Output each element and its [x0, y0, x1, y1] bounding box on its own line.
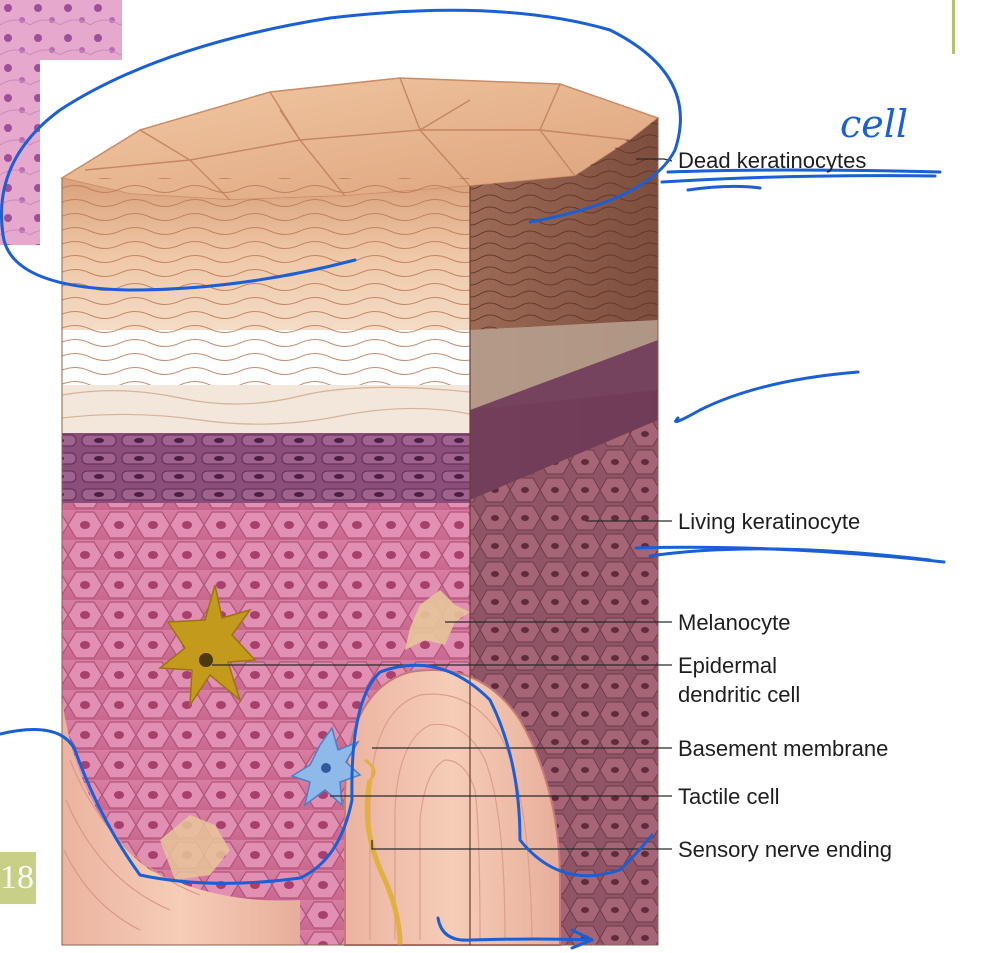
label-epidermal-dendritic-line1: Epidermal — [678, 652, 777, 679]
slide-page-number: 18 — [0, 852, 36, 904]
annotation-check-stroke — [676, 372, 858, 422]
label-basement-membrane: Basement membrane — [678, 735, 888, 762]
label-dead-keratinocytes: Dead keratinocytes — [678, 147, 866, 174]
label-tactile-cell: Tactile cell — [678, 783, 779, 810]
slide-accent-bar — [952, 0, 955, 54]
handwritten-note: cell — [840, 104, 908, 144]
epidermis-block — [62, 78, 658, 945]
stratum-granulosum — [62, 433, 470, 503]
label-epidermal-dendritic-line2: dendritic cell — [678, 681, 800, 708]
label-living-keratinocyte: Living keratinocyte — [678, 508, 860, 535]
label-melanocyte: Melanocyte — [678, 609, 791, 636]
label-sensory-nerve-ending: Sensory nerve ending — [678, 836, 892, 863]
